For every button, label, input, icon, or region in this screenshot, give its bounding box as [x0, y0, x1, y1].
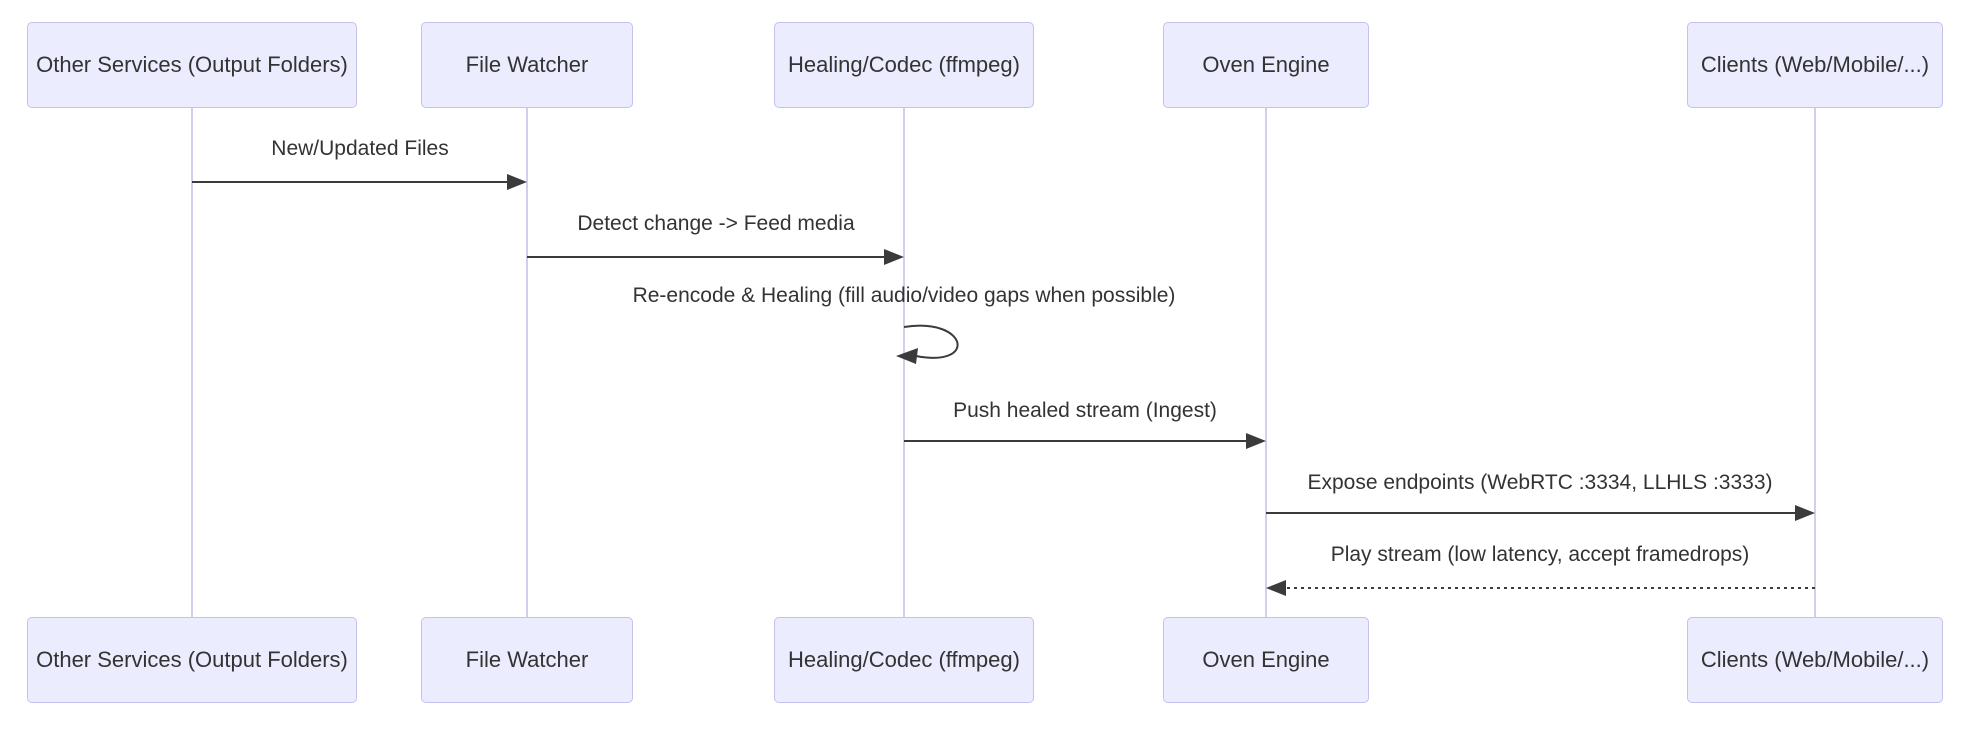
self-loop-arrow — [903, 324, 959, 359]
arrowhead-left — [896, 348, 918, 364]
arrowhead-right — [1246, 433, 1266, 449]
actor-box-other-services-top: Other Services (Output Folders) — [27, 22, 357, 108]
message-arrow-2 — [527, 249, 904, 265]
arrowhead-left — [1266, 580, 1286, 596]
actor-box-clients-top: Clients (Web/Mobile/...) — [1687, 22, 1943, 108]
message-arrow-5 — [1266, 505, 1815, 521]
actor-box-other-services-bottom: Other Services (Output Folders) — [27, 617, 357, 703]
message-label-3: Re-encode & Healing (fill audio/video ga… — [632, 284, 1176, 307]
message-arrow-4 — [904, 433, 1266, 449]
message-arrow-3-self-loop — [896, 324, 959, 364]
message-label-1: New/Updated Files — [271, 137, 449, 160]
actor-box-file-watcher-bottom: File Watcher — [421, 617, 633, 703]
message-arrow-1 — [192, 174, 527, 190]
actor-box-oven-engine-bottom: Oven Engine — [1163, 617, 1369, 703]
actor-box-clients-bottom: Clients (Web/Mobile/...) — [1687, 617, 1943, 703]
message-arrow-6 — [1266, 580, 1815, 596]
actor-box-oven-engine-top: Oven Engine — [1163, 22, 1369, 108]
message-label-2: Detect change -> Feed media — [577, 212, 855, 235]
actor-box-healing-codec-bottom: Healing/Codec (ffmpeg) — [774, 617, 1034, 703]
arrowhead-right — [507, 174, 527, 190]
actor-box-healing-codec-top: Healing/Codec (ffmpeg) — [774, 22, 1034, 108]
message-label-4: Push healed stream (Ingest) — [953, 399, 1217, 422]
message-label-6: Play stream (low latency, accept framedr… — [1330, 543, 1750, 566]
message-label-5: Expose endpoints (WebRTC :3334, LLHLS :3… — [1307, 471, 1773, 494]
arrowhead-right — [1795, 505, 1815, 521]
arrowhead-right — [884, 249, 904, 265]
actor-box-file-watcher-top: File Watcher — [421, 22, 633, 108]
